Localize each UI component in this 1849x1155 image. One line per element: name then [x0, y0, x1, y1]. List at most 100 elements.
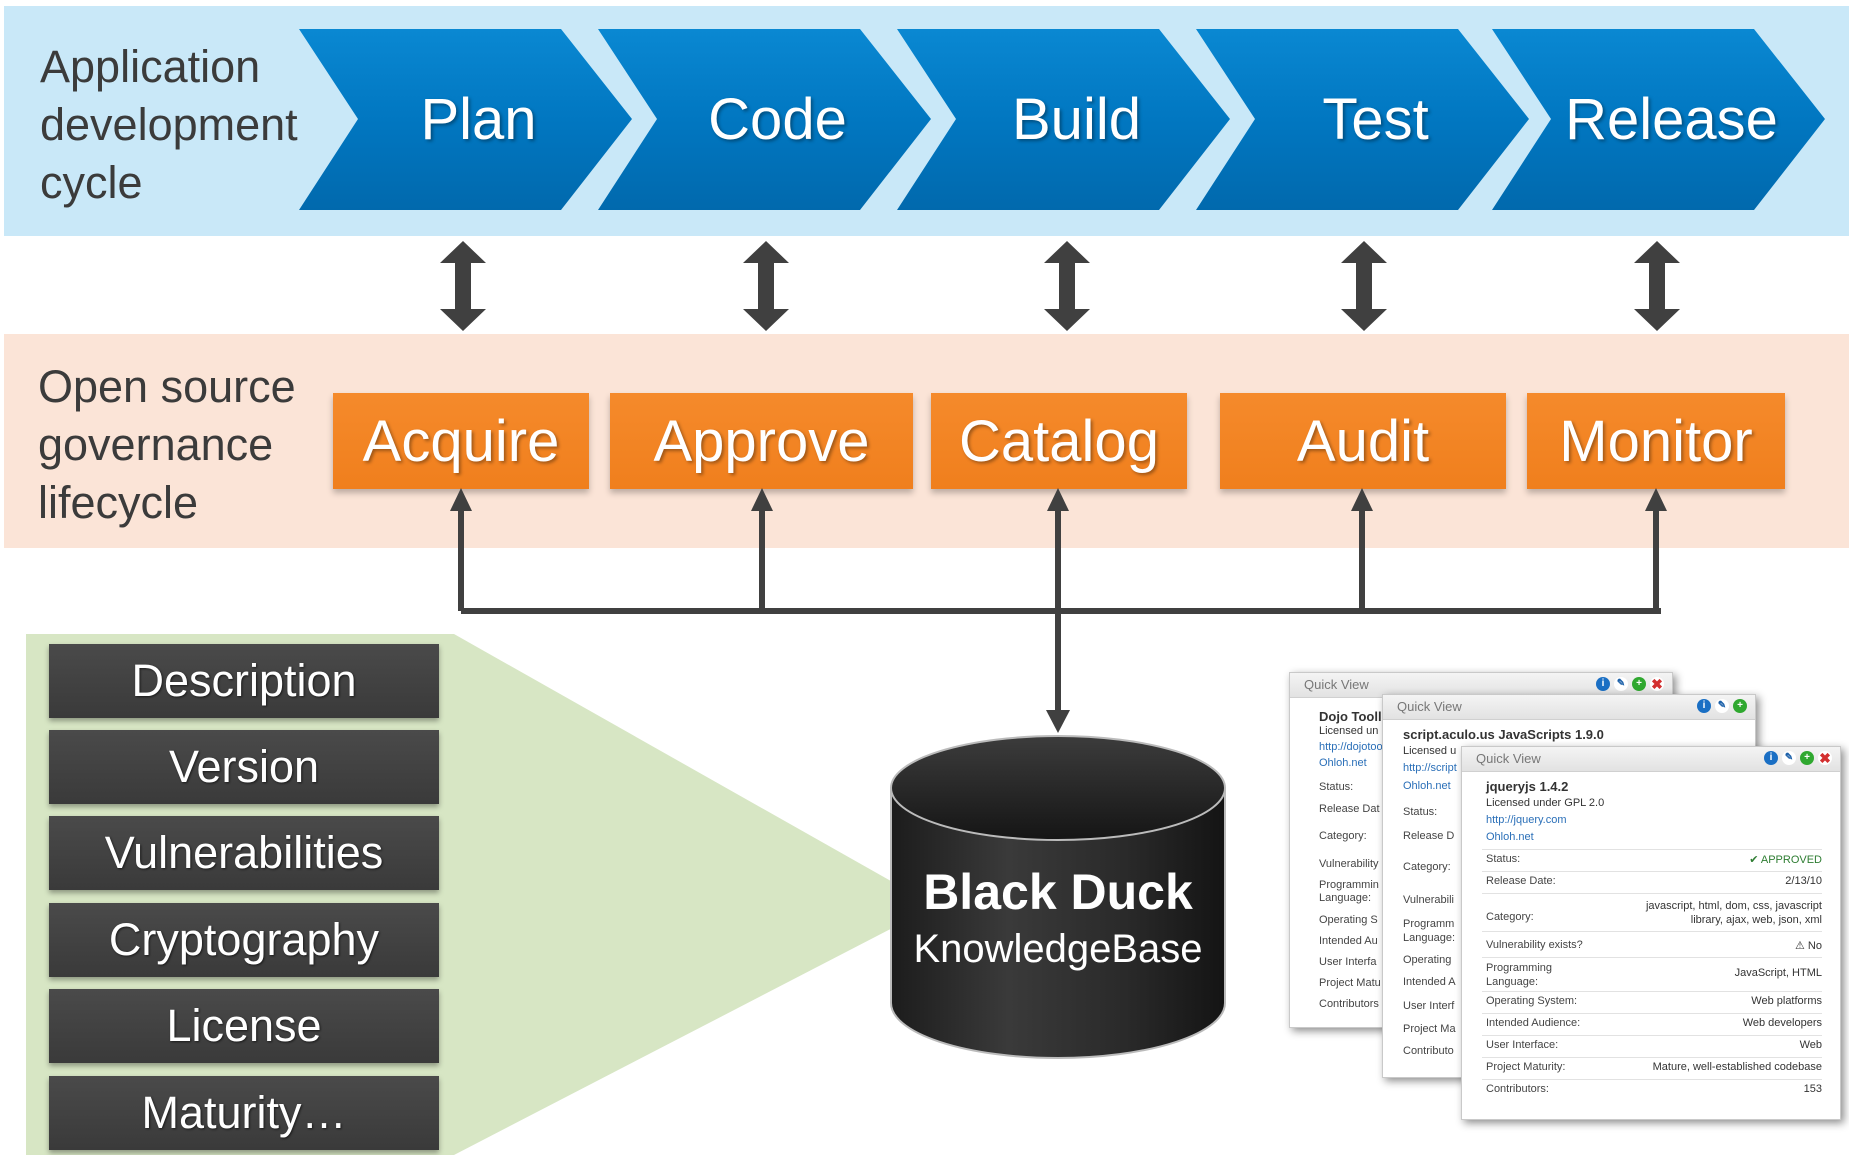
- double-arrow-icon: [1341, 241, 1387, 331]
- field-label: Status:: [1403, 806, 1438, 818]
- stage-label: Test: [1322, 87, 1429, 152]
- field-label: Intended Au: [1319, 935, 1378, 947]
- field-value: 153: [1803, 1083, 1822, 1095]
- field-value: JavaScript, HTML: [1734, 967, 1822, 979]
- field-label: Vulnerabili: [1403, 894, 1454, 906]
- field-value: Web platforms: [1751, 995, 1822, 1007]
- field-label: Release D: [1403, 830, 1455, 842]
- divider: [1482, 1013, 1822, 1014]
- quick-view-title: Quick View: [1397, 699, 1462, 714]
- pin-icon[interactable]: ✎: [1715, 699, 1729, 713]
- field-label: Operating System:: [1486, 995, 1578, 1007]
- field-label: Project Ma: [1403, 1023, 1456, 1035]
- homepage-link[interactable]: http://script: [1403, 762, 1457, 774]
- field-label: Release Dat: [1319, 803, 1380, 815]
- field-label: Status:: [1319, 781, 1354, 793]
- field-label: Intended Audience:: [1486, 1017, 1581, 1029]
- field-label: Category:: [1403, 861, 1451, 873]
- divider: [1482, 893, 1822, 894]
- attribute-license: License: [49, 989, 439, 1063]
- homepage-link[interactable]: http://jquery.com: [1486, 814, 1567, 826]
- divider: [1482, 957, 1822, 958]
- development-cycle-label: Application development cycle: [40, 41, 298, 208]
- field-value: javascript, html, dom, css, javascript l…: [1645, 900, 1822, 926]
- quick-view-header: Quick View i ✎ +: [1383, 695, 1755, 720]
- field-label: User Interface:: [1486, 1039, 1559, 1051]
- field-label: Programm: [1403, 918, 1455, 930]
- governance-box-monitor: Monitor: [1527, 393, 1785, 489]
- attribute-cryptography: Cryptography: [49, 903, 439, 977]
- attribute-vulnerabilities: Vulnerabilities: [49, 816, 439, 890]
- component-name: Dojo Tooll: [1319, 709, 1382, 724]
- field-value: Web: [1799, 1039, 1822, 1051]
- field-label: Project Matu: [1319, 977, 1381, 989]
- license-text: Licensed un: [1319, 725, 1379, 737]
- field-label: Contributors:: [1486, 1083, 1549, 1095]
- field-label: Programming Language:: [1486, 962, 1553, 988]
- field-label: Contributors: [1319, 998, 1379, 1010]
- knowledgebase-subtitle: KnowledgeBase: [913, 927, 1203, 971]
- field-label: Category:: [1486, 911, 1534, 923]
- governance-box-catalog: Catalog: [931, 393, 1187, 489]
- quick-view-title: Quick View: [1304, 677, 1369, 692]
- field-label: Vulnerability exists?: [1486, 939, 1583, 951]
- add-icon[interactable]: +: [1632, 677, 1646, 691]
- field-label: Status:: [1486, 853, 1521, 865]
- field-label: User Interf: [1403, 1000, 1455, 1012]
- divider: [1482, 849, 1822, 850]
- add-icon[interactable]: +: [1800, 751, 1814, 765]
- add-icon[interactable]: +: [1733, 699, 1747, 713]
- ohloh-link[interactable]: Ohloh.net: [1486, 831, 1534, 843]
- pin-icon[interactable]: ✎: [1782, 751, 1796, 765]
- quick-view-tools: i ✎ + ✖: [1764, 751, 1832, 765]
- field-label: Operating: [1403, 954, 1452, 966]
- field-label: Release Date:: [1486, 875, 1556, 887]
- field-label: Intended A: [1403, 976, 1456, 988]
- divider: [1482, 1057, 1822, 1058]
- field-value: 2/13/10: [1785, 875, 1822, 887]
- stage-label: Code: [708, 87, 847, 152]
- governance-box-approve: Approve: [610, 393, 913, 489]
- field-label: Project Maturity:: [1486, 1061, 1566, 1073]
- divider: [1482, 991, 1822, 992]
- field-label: User Interfa: [1319, 956, 1377, 968]
- double-arrow-icon: [440, 241, 486, 331]
- ohloh-link[interactable]: Ohloh.net: [1403, 780, 1451, 792]
- status-value: ✔ APPROVED: [1749, 854, 1822, 866]
- quick-view-title: Quick View: [1476, 751, 1541, 766]
- close-icon[interactable]: ✖: [1818, 750, 1832, 766]
- divider: [1482, 1079, 1822, 1080]
- quick-view-tools: i ✎ +: [1697, 699, 1747, 713]
- ohloh-link[interactable]: Ohloh.net: [1319, 757, 1367, 769]
- homepage-link[interactable]: http://dojotoo: [1319, 741, 1383, 753]
- double-arrow-icon: [743, 241, 789, 331]
- field-label: Contributo: [1403, 1045, 1454, 1057]
- field-value: Mature, well-established codebase: [1652, 1061, 1822, 1073]
- quick-view-panel-front: Quick View i ✎ + ✖ jqueryjs 1.4.2 Licens…: [1461, 746, 1841, 1120]
- field-value: Web developers: [1742, 1017, 1822, 1029]
- field-label: Language:: [1403, 932, 1455, 944]
- close-icon[interactable]: ✖: [1650, 676, 1664, 692]
- info-icon[interactable]: i: [1596, 677, 1610, 691]
- license-text: Licensed u: [1403, 745, 1457, 757]
- component-name: jqueryjs 1.4.2: [1486, 779, 1569, 794]
- governance-lifecycle-label: Open source governance lifecycle: [38, 361, 296, 528]
- divider: [1482, 871, 1822, 872]
- info-icon[interactable]: i: [1764, 751, 1778, 765]
- database-cylinder-icon: [890, 735, 1226, 1059]
- pin-icon[interactable]: ✎: [1614, 677, 1628, 691]
- stage-label: Build: [1012, 87, 1141, 152]
- field-label: Category:: [1319, 830, 1367, 842]
- double-arrow-icon: [1044, 241, 1090, 331]
- quick-view-header: Quick View i ✎ + ✖: [1290, 673, 1672, 698]
- stage-label: Plan: [420, 87, 537, 152]
- field-label: Language:: [1319, 892, 1371, 904]
- attribute-maturity: Maturity…: [49, 1076, 439, 1150]
- info-icon[interactable]: i: [1697, 699, 1711, 713]
- divider: [1482, 931, 1822, 932]
- component-name: script.aculo.us JavaScripts 1.9.0: [1403, 727, 1604, 742]
- field-label: Operating S: [1319, 914, 1378, 926]
- field-value: ⚠ No: [1795, 940, 1822, 952]
- divider: [1482, 1035, 1822, 1036]
